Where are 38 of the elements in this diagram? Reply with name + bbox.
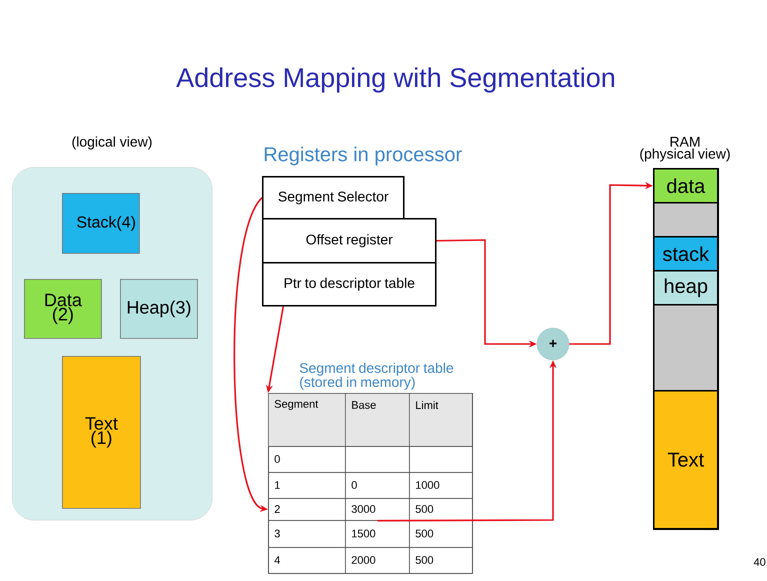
memory-segment: stack xyxy=(653,236,718,272)
segment-block: Heap(3) xyxy=(120,279,198,339)
register-box: Ptr to descriptor table xyxy=(262,262,436,306)
memory-segment: Text xyxy=(653,390,718,530)
table-cell: 2 xyxy=(268,498,346,521)
node-label: Segment descriptor table (stored in memory) xyxy=(300,362,454,390)
free-memory-block xyxy=(653,202,718,238)
free-memory-block xyxy=(653,304,718,392)
table-cell: 2000 xyxy=(345,547,410,574)
table-cell: 500 xyxy=(409,547,473,574)
register-box: Segment Selector xyxy=(262,176,404,220)
memory-segment: heap xyxy=(653,270,718,306)
heading: Registers in processor xyxy=(264,146,462,166)
empty-table-cell xyxy=(345,446,410,473)
segment-block: Text (1) xyxy=(62,356,141,509)
empty-table-cell xyxy=(409,446,473,473)
table-cell: Base xyxy=(345,393,410,447)
node-label: (physical view) xyxy=(640,148,730,162)
table-cell: 1 xyxy=(268,472,346,499)
table-cell: 4 xyxy=(268,547,346,574)
table-cell: Limit xyxy=(409,393,473,447)
table-cell: 500 xyxy=(409,520,473,548)
title: Address Mapping with Segmentation xyxy=(176,67,614,93)
table-cell: Segment xyxy=(268,393,346,447)
segment-block: Data (2) xyxy=(24,279,102,339)
table-cell: 0 xyxy=(268,446,346,473)
table-cell: 3000 xyxy=(345,498,410,521)
register-box: Offset register xyxy=(262,218,436,264)
table-cell: 0 xyxy=(345,472,410,499)
table-cell: 3 xyxy=(268,520,346,548)
page-number: 40 xyxy=(754,558,766,566)
table-cell: 1000 xyxy=(409,472,473,499)
segment-block: Stack(4) xyxy=(62,193,140,254)
table-cell: 1500 xyxy=(345,520,410,548)
node-label: (logical view) xyxy=(72,136,152,150)
node-label: RAM xyxy=(670,136,700,147)
table-cell: 500 xyxy=(409,498,473,521)
memory-segment: data xyxy=(653,168,718,204)
